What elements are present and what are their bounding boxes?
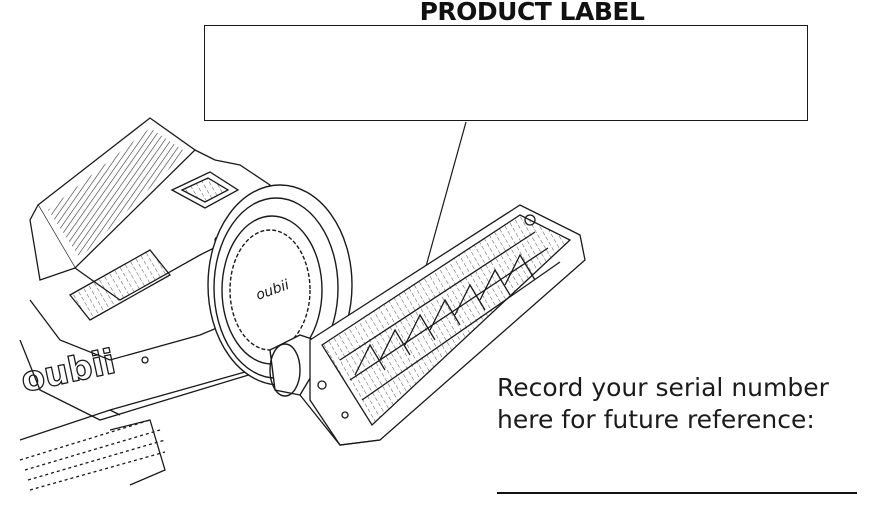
- product-label-box: [204, 25, 808, 121]
- serial-number-write-line: [497, 492, 857, 494]
- device-brand-mark-body: oubii: [18, 342, 119, 401]
- device-body: [19, 117, 271, 491]
- brush-tray: [299, 204, 586, 446]
- serial-number-note: Record your serial number here for futur…: [497, 372, 867, 436]
- serial-note-line-1: Record your serial number: [497, 373, 829, 402]
- serial-note-line-2: here for future reference:: [497, 405, 815, 434]
- label-pointer-line: [419, 121, 467, 289]
- product-label-title: PRODUCT LABEL: [419, 0, 645, 26]
